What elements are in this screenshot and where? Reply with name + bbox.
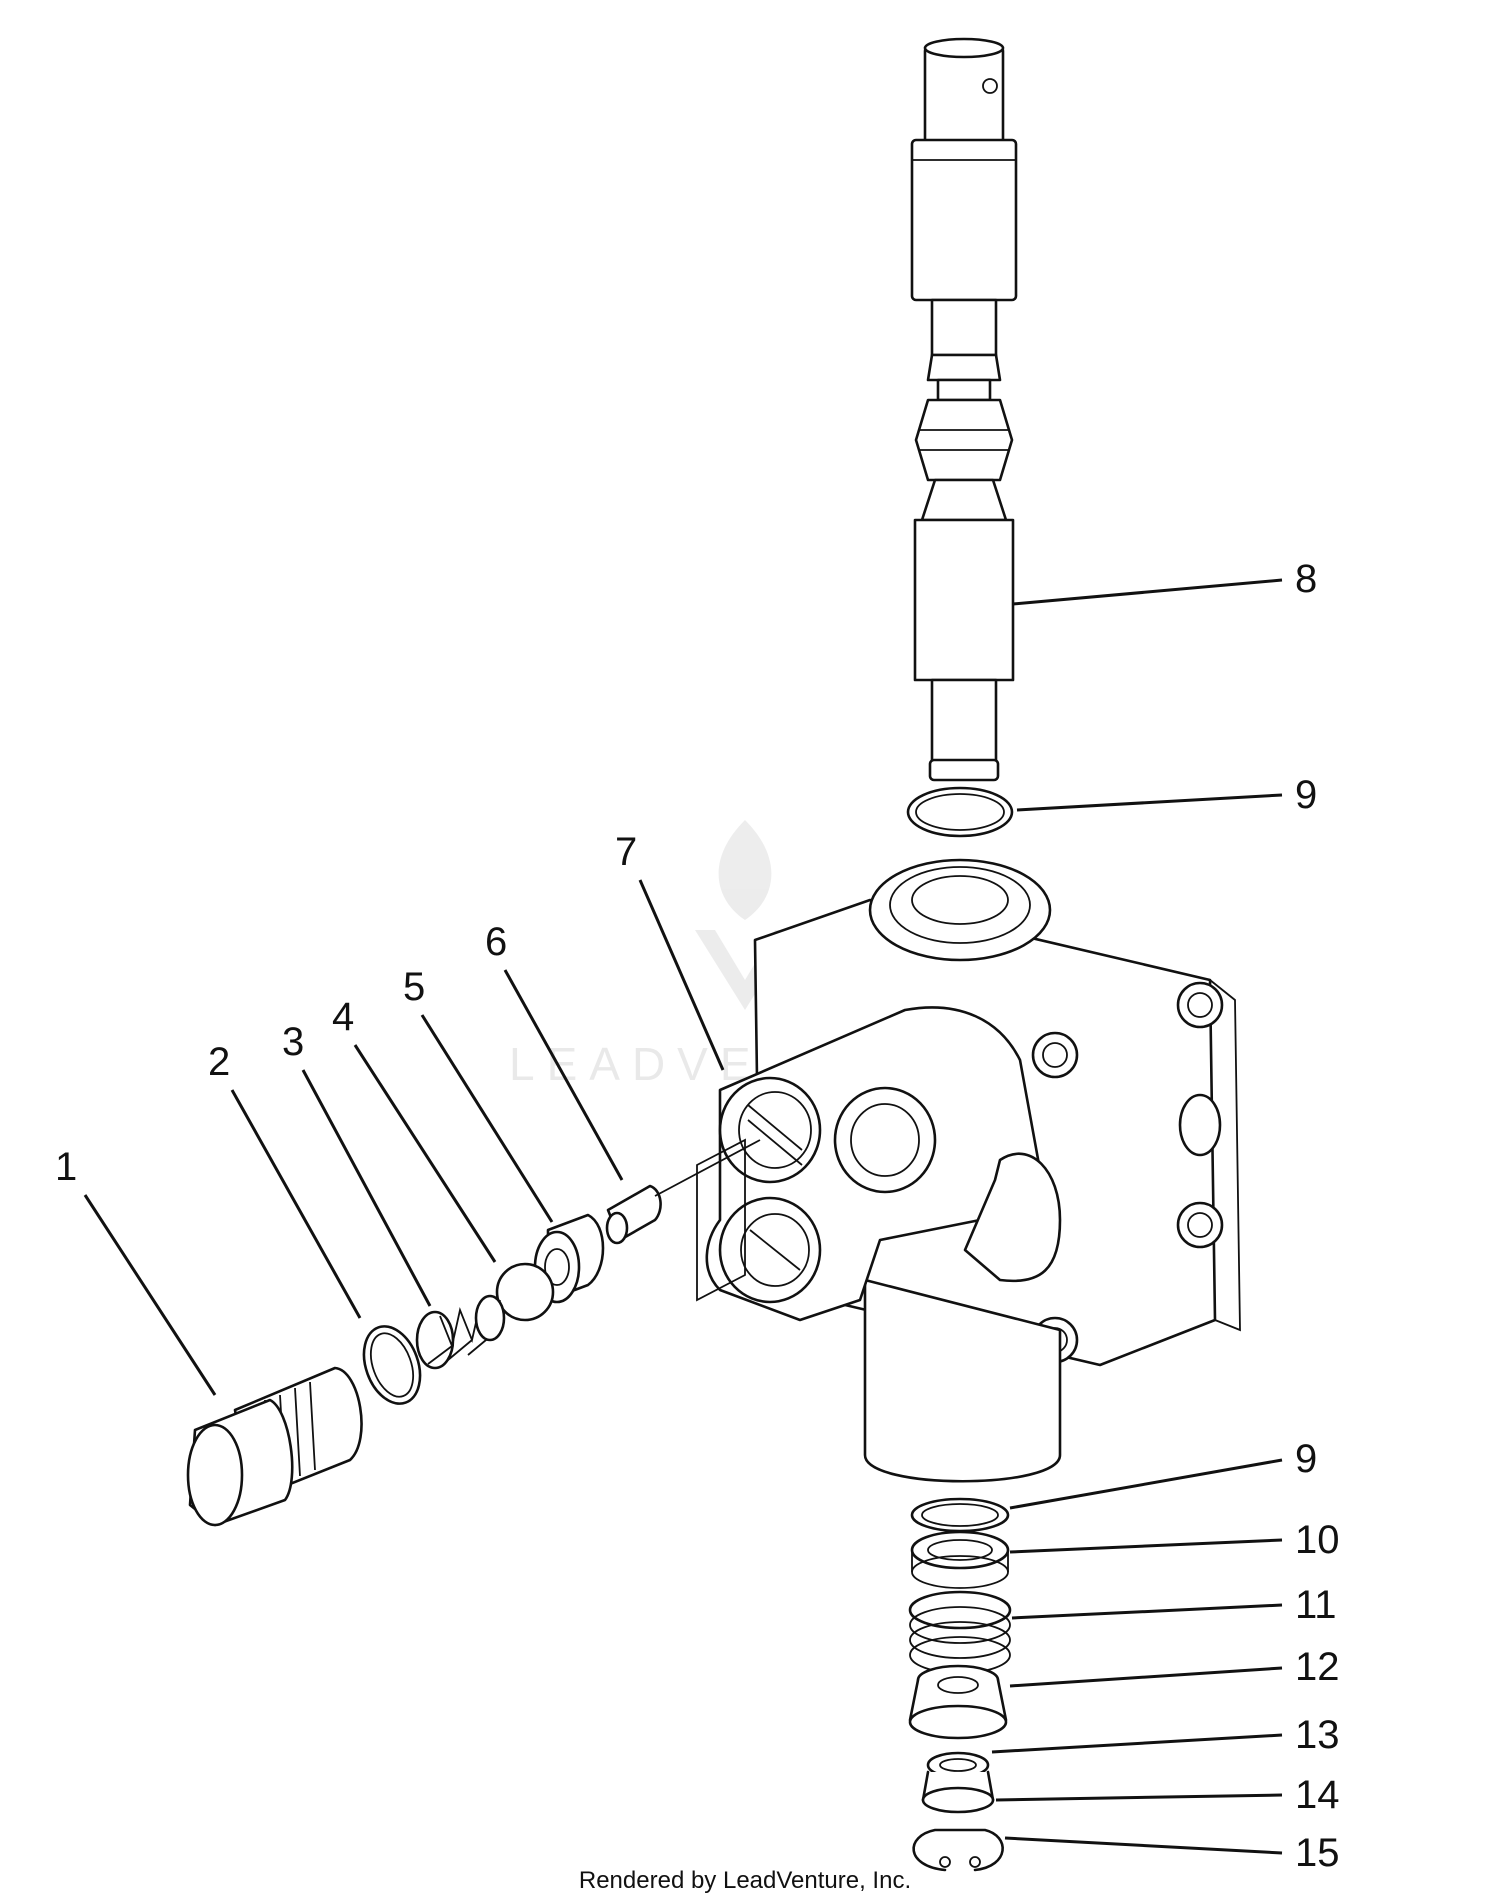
callout-11: 11 [1295, 1583, 1337, 1627]
part-14-seat [921, 1770, 995, 1814]
part-2-o-ring [362, 1325, 422, 1405]
leader-4 [353, 1044, 497, 1263]
leader-3 [301, 1069, 432, 1307]
callout-9b: 9 [1295, 1437, 1317, 1481]
callout-2: 2 [208, 1040, 230, 1084]
leader-9b [1009, 1458, 1283, 1510]
leader-2 [230, 1089, 362, 1319]
part-15-snap-ring [912, 1828, 1004, 1872]
part-10-washer [910, 1530, 1010, 1589]
leader-15 [1004, 1836, 1283, 1855]
callout-12: 12 [1295, 1645, 1340, 1689]
leader-10 [1009, 1538, 1283, 1554]
callouts: 1 2 3 4 5 6 7 8 9 9 10 11 12 13 14 15 [55, 557, 1340, 1875]
callout-5: 5 [403, 965, 425, 1009]
flame-logo-icon [718, 820, 772, 920]
callout-13: 13 [1295, 1713, 1340, 1757]
leader-8 [1012, 578, 1283, 606]
part-11-spring [908, 1590, 1012, 1674]
callout-3: 3 [282, 1020, 304, 1064]
callout-14: 14 [1295, 1773, 1340, 1817]
callout-15: 15 [1295, 1831, 1340, 1875]
callout-10: 10 [1295, 1518, 1340, 1562]
part-6-pin [605, 1139, 761, 1245]
callout-4: 4 [332, 995, 354, 1039]
leader-14 [995, 1793, 1283, 1802]
part-3-spring [415, 1294, 506, 1370]
part-9-lower-o-ring [910, 1497, 1010, 1533]
leader-1 [83, 1194, 217, 1396]
part-8-spool [910, 37, 1018, 782]
leader-7 [638, 879, 725, 1071]
callout-8: 8 [1295, 557, 1317, 601]
callout-1: 1 [55, 1145, 77, 1189]
leader-12 [1009, 1666, 1283, 1688]
leader-13 [991, 1733, 1283, 1754]
callout-7: 7 [615, 830, 637, 874]
part-1-plug [186, 1366, 363, 1527]
part-9-upper-o-ring [906, 786, 1014, 838]
part-12-retainer [908, 1664, 1008, 1740]
part-7-valve-body [696, 858, 1241, 1483]
leader-lines [83, 578, 1283, 1855]
leader-11 [1011, 1603, 1283, 1620]
callout-6: 6 [485, 920, 507, 964]
leader-5 [420, 1014, 554, 1223]
footer-credit: Rendered by LeadVenture, Inc. [579, 1867, 911, 1894]
part-4-ball [495, 1262, 555, 1322]
callout-9a: 9 [1295, 773, 1317, 817]
leader-6 [503, 969, 624, 1181]
leader-9a [1016, 793, 1283, 812]
